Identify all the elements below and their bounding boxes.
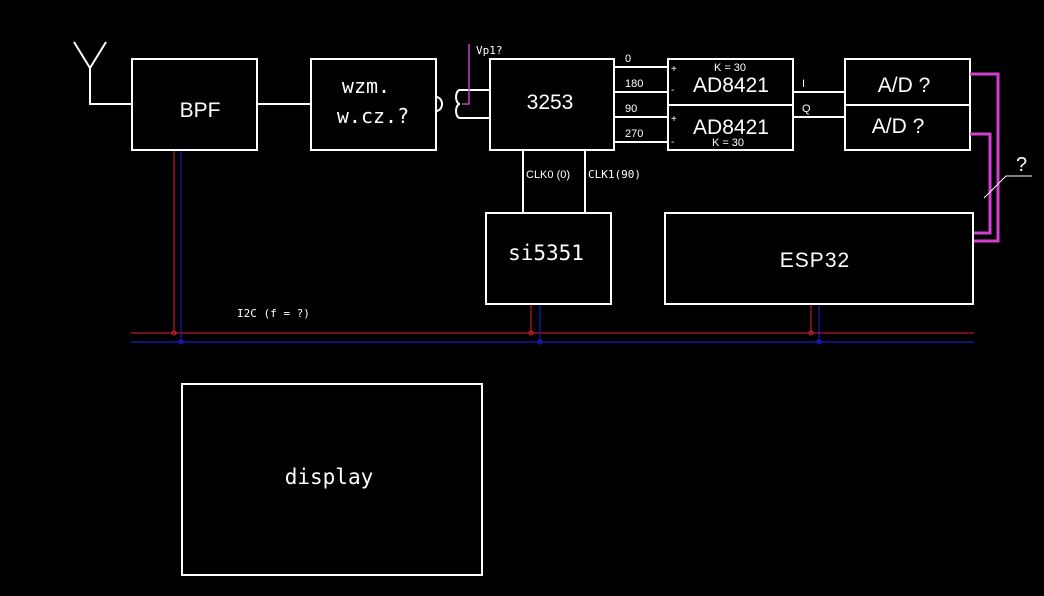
display-label: display (285, 465, 374, 489)
junction-dot (178, 339, 184, 345)
junction-dot (528, 330, 534, 336)
adc-top-label: A/D ? (878, 74, 931, 97)
adc-bottom-label: A/D ? (872, 115, 925, 138)
bpf-block[interactable] (131, 58, 258, 151)
synth-label: si5351 (508, 241, 584, 265)
antenna-icon (73, 41, 132, 105)
junction-dot (171, 330, 177, 336)
inamp-top-label: AD8421 (693, 74, 769, 97)
mixer-block[interactable] (489, 58, 615, 151)
vp1-line (462, 44, 470, 105)
phase-180-label: 180 (625, 78, 643, 90)
inamp-top-block[interactable] (667, 58, 794, 106)
inamp-bottom-block[interactable] (667, 104, 794, 151)
plus-bottom-label: + (671, 114, 677, 125)
minus-bottom-label: - (671, 137, 674, 148)
phase-90-label: 90 (625, 103, 637, 115)
amplifier-block[interactable] (310, 58, 437, 151)
phase-0-label: 0 (625, 53, 631, 65)
gain-top-label: K = 30 (714, 62, 746, 74)
i-label: I (802, 78, 805, 90)
adc-bottom-block[interactable] (844, 104, 971, 151)
mixer-label: 3253 (527, 91, 574, 114)
clk0-label: CLK0 (0) (526, 169, 570, 181)
adc-top-block[interactable] (844, 58, 971, 106)
mcu-block[interactable] (664, 212, 974, 305)
junction-dot (808, 330, 814, 336)
amplifier-label-line2: w.cz.? (337, 104, 409, 128)
i2c-bus-label: I2C (f = ?) (237, 307, 310, 320)
q-label: Q (802, 103, 811, 115)
adc-bottom-link (970, 132, 992, 235)
adc-top-link (970, 72, 1000, 243)
phase-270-label: 270 (625, 128, 643, 140)
gain-bottom-label: K = 30 (712, 137, 744, 149)
display-block[interactable] (181, 383, 483, 576)
minus-top-label: - (671, 85, 674, 96)
amplifier-label-line1: wzm. (342, 74, 390, 98)
inamp-bottom-label: AD8421 (693, 116, 769, 139)
bpf-label: BPF (180, 99, 221, 122)
bus-annotation-leader (983, 175, 1032, 199)
mcu-label: ESP32 (780, 249, 850, 272)
synth-block[interactable] (485, 212, 612, 305)
junction-dot (816, 339, 822, 345)
clk1-label: CLK1(90) (588, 168, 641, 181)
vp1-label: Vp1? (476, 44, 503, 57)
bus-question-label: ? (1016, 154, 1027, 176)
junction-dot (537, 339, 543, 345)
plus-top-label: + (671, 64, 677, 75)
